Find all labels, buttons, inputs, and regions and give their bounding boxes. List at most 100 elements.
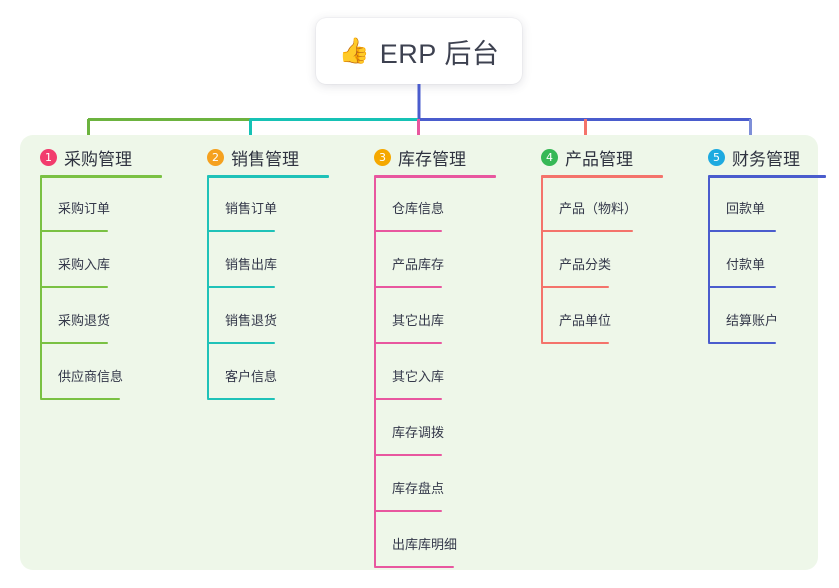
list-item[interactable]: 采购入库 — [40, 233, 185, 289]
list-item[interactable]: 产品分类 — [541, 233, 686, 289]
list-item-rule — [541, 286, 609, 288]
column-2: 2 销售管理销售订单销售出库销售退货客户信息 — [187, 135, 354, 570]
list-item-label: 供应商信息 — [58, 369, 124, 384]
list-item-rule — [541, 342, 609, 344]
list-item-rule — [374, 398, 442, 400]
column-header-5[interactable]: 5 财务管理 — [708, 145, 800, 170]
list-item-rule — [40, 230, 108, 232]
list-item[interactable]: 出库库明细 — [374, 513, 519, 569]
list-item-rule — [207, 230, 275, 232]
list-item-label: 产品分类 — [559, 257, 612, 272]
column-spine-2 — [207, 177, 209, 399]
thumbs-up-icon: 👍 — [338, 36, 370, 65]
column-title-2: 销售管理 — [231, 150, 299, 169]
list-item-label: 产品单位 — [559, 313, 612, 328]
column-container: 1 采购管理采购订单采购入库采购退货供应商信息 2 销售管理销售订单销售出库销售退货客… — [20, 135, 826, 570]
diagram-panel — [20, 135, 818, 570]
column-badge-1: 1 — [40, 149, 57, 166]
column-items-3: 仓库信息产品库存其它出库其它入库库存调拨库存盘点出库库明细 — [374, 177, 519, 569]
list-item-label: 付款单 — [726, 257, 766, 272]
column-items-4: 产品（物料） 产品分类产品单位 — [541, 177, 686, 345]
column-badge-4: 4 — [541, 149, 558, 166]
column-spine-1 — [40, 177, 42, 399]
column-title-1: 采购管理 — [64, 150, 132, 169]
list-item-label: 出库库明细 — [392, 537, 458, 552]
column-items-5: 回款单付款单结算账户 — [708, 177, 839, 345]
list-item-label: 采购订单 — [58, 201, 111, 216]
list-item[interactable]: 销售退货 — [207, 289, 352, 345]
column-spine-4 — [541, 177, 543, 343]
list-item-rule — [374, 510, 442, 512]
list-item[interactable]: 库存盘点 — [374, 457, 519, 513]
list-item[interactable]: 付款单 — [708, 233, 839, 289]
column-items-1: 采购订单采购入库采购退货供应商信息 — [40, 177, 185, 401]
list-item-label: 其它出库 — [392, 313, 445, 328]
list-item[interactable]: 客户信息 — [207, 345, 352, 401]
list-item-label: 回款单 — [726, 201, 766, 216]
column-title-5: 财务管理 — [732, 150, 800, 169]
list-item-rule — [708, 286, 776, 288]
list-item[interactable]: 产品库存 — [374, 233, 519, 289]
column-1: 1 采购管理采购订单采购入库采购退货供应商信息 — [20, 135, 187, 570]
list-item-rule — [374, 286, 442, 288]
list-item-rule — [708, 342, 776, 344]
list-item-label: 销售订单 — [225, 201, 278, 216]
list-item-rule — [207, 398, 275, 400]
column-5: 5 财务管理回款单付款单结算账户 — [688, 135, 839, 570]
column-header-3[interactable]: 3 库存管理 — [374, 145, 466, 170]
column-rule-2 — [207, 175, 329, 178]
list-item-rule — [374, 566, 454, 568]
list-item-label: 库存调拨 — [392, 425, 445, 440]
column-rule-5 — [708, 175, 826, 178]
list-item[interactable]: 回款单 — [708, 177, 839, 233]
list-item[interactable]: 库存调拨 — [374, 401, 519, 457]
list-item-label: 客户信息 — [225, 369, 278, 384]
column-3: 3 库存管理仓库信息产品库存其它出库其它入库库存调拨库存盘点出库库明细 — [354, 135, 521, 570]
column-badge-2: 2 — [207, 149, 224, 166]
list-item-rule — [374, 454, 442, 456]
list-item[interactable]: 供应商信息 — [40, 345, 185, 401]
list-item-label: 销售退货 — [225, 313, 278, 328]
list-item[interactable]: 销售订单 — [207, 177, 352, 233]
column-spine-5 — [708, 177, 710, 343]
list-item-rule — [708, 230, 776, 232]
list-item-label: 产品库存 — [392, 257, 445, 272]
column-title-3: 库存管理 — [398, 150, 466, 169]
column-header-2[interactable]: 2 销售管理 — [207, 145, 299, 170]
list-item[interactable]: 采购退货 — [40, 289, 185, 345]
list-item[interactable]: 其它出库 — [374, 289, 519, 345]
list-item-rule — [541, 230, 633, 232]
list-item-label: 结算账户 — [726, 313, 779, 328]
list-item-rule — [40, 286, 108, 288]
list-item[interactable]: 结算账户 — [708, 289, 839, 345]
list-item[interactable]: 采购订单 — [40, 177, 185, 233]
list-item[interactable]: 销售出库 — [207, 233, 352, 289]
column-rule-3 — [374, 175, 496, 178]
list-item-rule — [374, 342, 442, 344]
root-node-card[interactable]: 👍 ERP 后台 — [316, 18, 522, 84]
list-item-rule — [40, 398, 120, 400]
list-item[interactable]: 产品（物料） — [541, 177, 686, 233]
list-item-rule — [374, 230, 442, 232]
list-item-label: 采购入库 — [58, 257, 111, 272]
list-item-rule — [40, 342, 108, 344]
list-item-label: 仓库信息 — [392, 201, 445, 216]
column-badge-3: 3 — [374, 149, 391, 166]
list-item-label: 产品（物料） — [559, 201, 638, 216]
column-badge-5: 5 — [708, 149, 725, 166]
list-item-rule — [207, 342, 275, 344]
list-item[interactable]: 产品单位 — [541, 289, 686, 345]
column-title-4: 产品管理 — [565, 150, 633, 169]
column-rule-4 — [541, 175, 663, 178]
list-item-rule — [207, 286, 275, 288]
column-header-1[interactable]: 1 采购管理 — [40, 145, 132, 170]
column-spine-3 — [374, 177, 376, 567]
column-header-4[interactable]: 4 产品管理 — [541, 145, 633, 170]
list-item-label: 其它入库 — [392, 369, 445, 384]
list-item[interactable]: 其它入库 — [374, 345, 519, 401]
column-rule-1 — [40, 175, 162, 178]
list-item-label: 销售出库 — [225, 257, 278, 272]
list-item[interactable]: 仓库信息 — [374, 177, 519, 233]
list-item-label: 库存盘点 — [392, 481, 445, 496]
list-item-label: 采购退货 — [58, 313, 111, 328]
